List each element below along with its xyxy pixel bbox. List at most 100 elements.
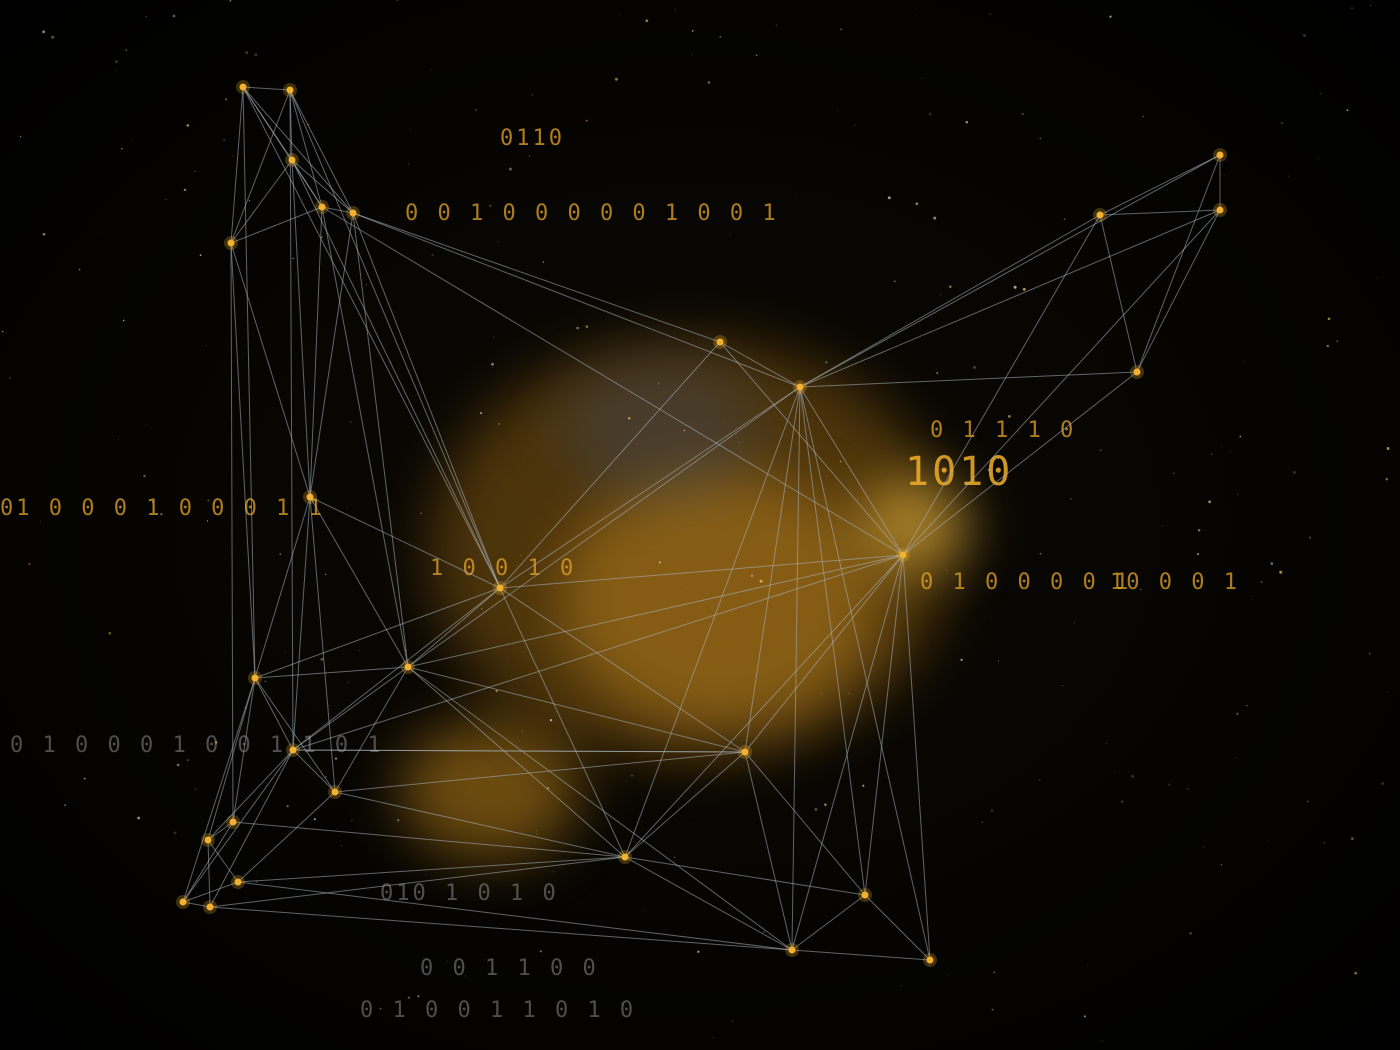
- network-edge: [352, 212, 721, 343]
- network-edge: [791, 386, 801, 951]
- star: [321, 871, 323, 873]
- star: [683, 429, 686, 432]
- network-edge: [624, 386, 801, 858]
- star: [933, 216, 937, 220]
- binary-text: 010 1 0 1 0: [380, 881, 559, 906]
- star: [199, 254, 202, 257]
- star: [940, 294, 942, 296]
- star: [1351, 7, 1353, 9]
- star: [225, 98, 228, 101]
- network-edge: [292, 496, 311, 751]
- star: [759, 579, 763, 583]
- network-edge: [499, 587, 746, 753]
- star: [433, 645, 435, 647]
- network-edge: [407, 666, 746, 753]
- network-node: [404, 663, 412, 671]
- star: [232, 155, 234, 157]
- network-edge: [182, 821, 234, 903]
- star: [1220, 863, 1223, 866]
- star: [1039, 779, 1041, 781]
- star: [824, 803, 827, 806]
- network-edge: [182, 881, 239, 903]
- star: [173, 831, 177, 835]
- star: [936, 372, 939, 374]
- star: [223, 139, 226, 142]
- star: [1208, 500, 1211, 504]
- network-edge: [309, 206, 323, 498]
- network-edge: [230, 242, 234, 823]
- star: [215, 741, 218, 744]
- star: [1013, 285, 1017, 289]
- star: [1288, 175, 1290, 177]
- star: [549, 719, 553, 722]
- star: [1086, 965, 1088, 966]
- star: [497, 241, 499, 243]
- star: [1319, 93, 1322, 95]
- star: [229, 0, 232, 2]
- star: [528, 155, 531, 157]
- star: [965, 121, 968, 124]
- network-edge: [499, 587, 626, 858]
- star: [658, 561, 662, 564]
- star: [1172, 472, 1175, 475]
- star: [840, 28, 843, 31]
- star: [542, 261, 545, 263]
- network-node: [289, 746, 297, 754]
- network-edge: [292, 666, 409, 751]
- network-edge: [624, 554, 904, 858]
- star: [825, 361, 828, 364]
- star: [1063, 218, 1066, 220]
- star: [492, 367, 493, 368]
- star: [946, 570, 948, 572]
- network-node: [251, 674, 259, 682]
- star: [346, 506, 348, 508]
- star: [396, 0, 399, 1]
- star: [1268, 840, 1270, 842]
- star: [3, 502, 6, 505]
- star: [397, 819, 400, 822]
- star: [1168, 783, 1171, 786]
- star: [1221, 445, 1222, 447]
- star: [365, 284, 367, 286]
- network-edge: [902, 209, 1221, 556]
- star: [122, 319, 125, 322]
- network-edge: [209, 856, 626, 908]
- network-edge: [744, 554, 904, 753]
- network-edge: [334, 666, 409, 793]
- star: [1223, 175, 1225, 176]
- network-edge: [289, 89, 354, 214]
- star: [1131, 775, 1134, 778]
- star: [1376, 277, 1378, 279]
- star: [125, 49, 128, 51]
- star: [1316, 157, 1319, 160]
- network-node: [286, 86, 294, 94]
- star: [431, 68, 432, 70]
- network-edge: [352, 212, 501, 589]
- network-edge: [230, 89, 291, 244]
- network-node: [496, 584, 504, 592]
- star: [341, 845, 342, 846]
- star: [1197, 529, 1201, 532]
- star: [778, 595, 780, 596]
- star: [321, 236, 323, 239]
- star: [1397, 14, 1399, 16]
- star: [194, 788, 197, 791]
- star: [627, 417, 631, 420]
- network-node: [926, 956, 934, 964]
- star: [915, 7, 917, 9]
- network-edge: [499, 341, 721, 589]
- network-edges: [182, 86, 1221, 961]
- star: [1386, 447, 1390, 450]
- star: [1279, 570, 1283, 574]
- star: [28, 562, 31, 566]
- star: [1239, 435, 1242, 438]
- star: [644, 908, 646, 910]
- network-node: [1096, 211, 1104, 219]
- star: [796, 194, 798, 195]
- star: [674, 9, 676, 11]
- network-edge: [499, 554, 904, 589]
- network-node: [788, 946, 796, 954]
- star: [351, 819, 353, 822]
- star: [991, 1008, 994, 1011]
- binary-text: 0110: [500, 126, 565, 151]
